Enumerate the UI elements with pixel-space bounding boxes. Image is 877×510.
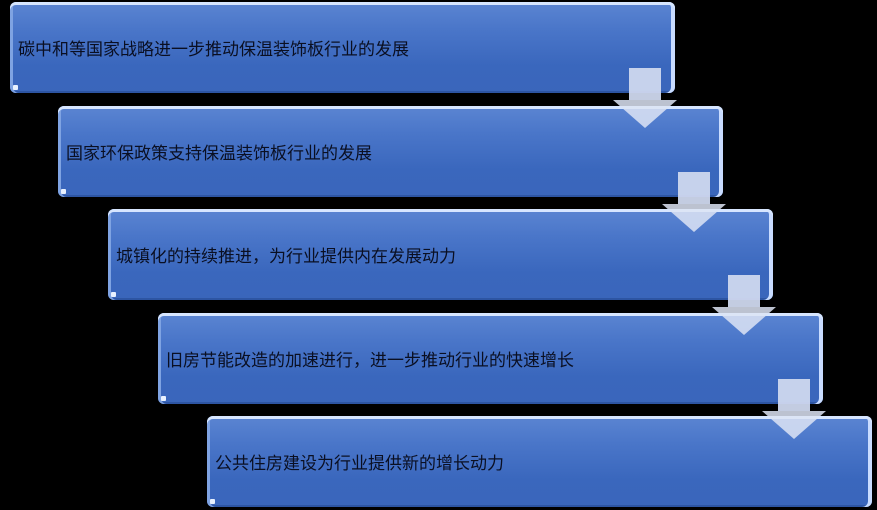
- down-arrow-icon: [662, 172, 726, 232]
- step-label-4: 旧房节能改造的加速进行，进一步推动行业的快速增长: [166, 351, 574, 371]
- down-arrow-icon: [762, 379, 826, 439]
- step-box-4: 旧房节能改造的加速进行，进一步推动行业的快速增长: [158, 313, 823, 404]
- down-arrow-icon: [613, 68, 677, 128]
- step-box-3: 城镇化的持续推进，为行业提供内在发展动力: [108, 209, 773, 300]
- step-label-5: 公共住房建设为行业提供新的增长动力: [215, 454, 504, 474]
- step-box-2: 国家环保政策支持保温装饰板行业的发展: [58, 106, 723, 197]
- step-label-3: 城镇化的持续推进，为行业提供内在发展动力: [116, 247, 456, 267]
- down-arrow-icon: [712, 275, 776, 335]
- step-label-2: 国家环保政策支持保温装饰板行业的发展: [66, 144, 372, 164]
- step-label-1: 碳中和等国家战略进一步推动保温装饰板行业的发展: [18, 40, 409, 60]
- step-box-1: 碳中和等国家战略进一步推动保温装饰板行业的发展: [10, 2, 675, 93]
- step-box-5: 公共住房建设为行业提供新的增长动力: [207, 416, 872, 507]
